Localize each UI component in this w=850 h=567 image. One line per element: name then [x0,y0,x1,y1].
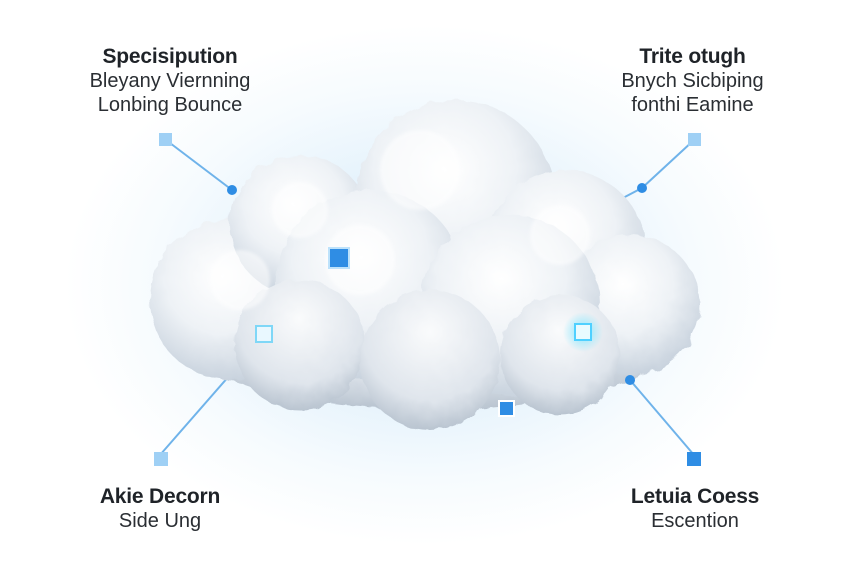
callout-bottom-right: Letuia Coess Escention [610,484,780,533]
connector-top-left [165,139,233,191]
callout-top-right-line1: Bnych Sicbiping [621,70,764,93]
callout-bottom-left: Akie Decorn Side Ung [70,484,250,533]
callout-top-left-line2: Lonbing Bounce [97,94,243,117]
node-bottom-center-square [498,400,515,417]
node-right-dot [625,375,635,385]
callout-top-left-title: Specisipution [102,45,238,68]
callout-top-left-line1: Bleyany Viernning [89,70,251,93]
callout-bottom-right-line1: Escention [651,510,739,533]
callout-bottom-left-line1: Side Ung [118,510,202,533]
cloud-texture [210,130,590,310]
node-bottom-right-end [687,452,701,466]
node-top-right-end [688,133,701,146]
callout-top-right: Trite otugh Bnych Sicbiping fonthi Eamin… [600,44,785,117]
node-top-left-end [159,133,172,146]
node-right-glow [563,312,603,352]
callout-top-left: Specisipution Bleyany Viernning Lonbing … [70,44,270,117]
callout-top-right-title: Trite otugh [639,45,746,68]
cloud-icon [150,100,700,430]
node-bottom-left-end [154,452,168,466]
node-left-glow [255,325,273,343]
node-top-right-dot [637,183,647,193]
node-top-left-dot [227,185,237,195]
callout-top-right-line2: fonthi Eamine [631,94,754,117]
callout-bottom-right-title: Letuia Coess [630,485,760,508]
callout-bottom-left-title: Akie Decorn [99,485,221,508]
node-center-square [328,247,350,269]
